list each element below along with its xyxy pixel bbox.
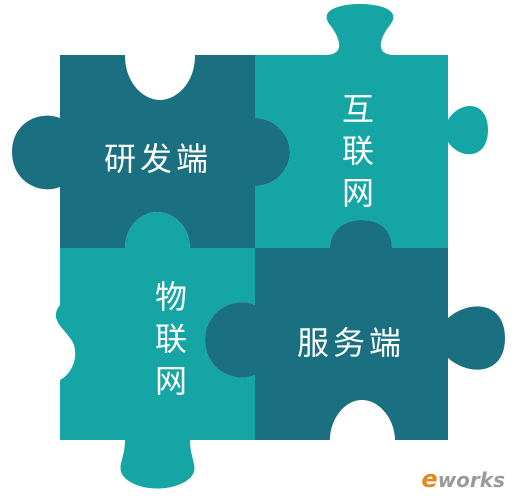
eworks-logo: eworks bbox=[421, 465, 505, 493]
label-internet: 互联网 bbox=[337, 92, 375, 218]
piece-top-right bbox=[255, 4, 488, 248]
logo-text: works bbox=[437, 468, 505, 492]
label-rd-end: 研发端 bbox=[104, 140, 213, 178]
piece-bottom-left bbox=[55, 212, 255, 489]
label-iot: 物联网 bbox=[150, 280, 188, 406]
piece-bottom-right bbox=[205, 220, 505, 440]
logo-e: e bbox=[421, 465, 438, 493]
label-service-end: 服务端 bbox=[297, 324, 406, 362]
piece-top-left bbox=[12, 55, 290, 248]
